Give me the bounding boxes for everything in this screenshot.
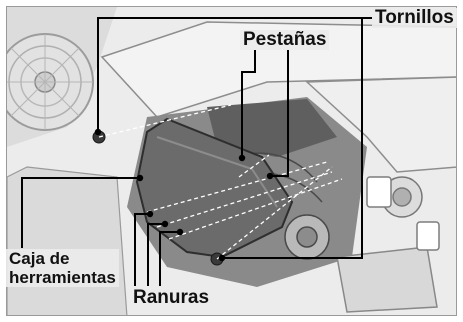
pointer-dot-toolbox [137, 175, 143, 181]
pointer-dot-tab-right [267, 173, 273, 179]
leader-toolbox [22, 178, 140, 248]
pointer-dot-screw-lower [219, 255, 225, 261]
leader-tabs-left [242, 50, 255, 158]
pointer-dot-slot-2 [162, 221, 168, 227]
leader-slots-3 [148, 224, 165, 286]
label-toolbox-line2: herramientas [9, 268, 116, 287]
leader-screws-lower [222, 18, 372, 258]
pointer-dot-slot-1 [147, 211, 153, 217]
label-toolbox-line1: Caja de [9, 249, 116, 268]
pointer-dot-tab-left [239, 155, 245, 161]
label-tabs: Pestañas [240, 30, 329, 50]
label-screws: Tornillos [372, 8, 457, 28]
leader-slots-2 [160, 232, 180, 286]
label-toolbox: Caja de herramientas [6, 249, 119, 287]
pointer-dot-screw-upper [95, 129, 101, 135]
label-slots: Ranuras [130, 288, 212, 308]
leader-screws-upper [98, 18, 372, 132]
pointer-dot-slot-3 [177, 229, 183, 235]
leader-tabs-right [270, 50, 288, 176]
